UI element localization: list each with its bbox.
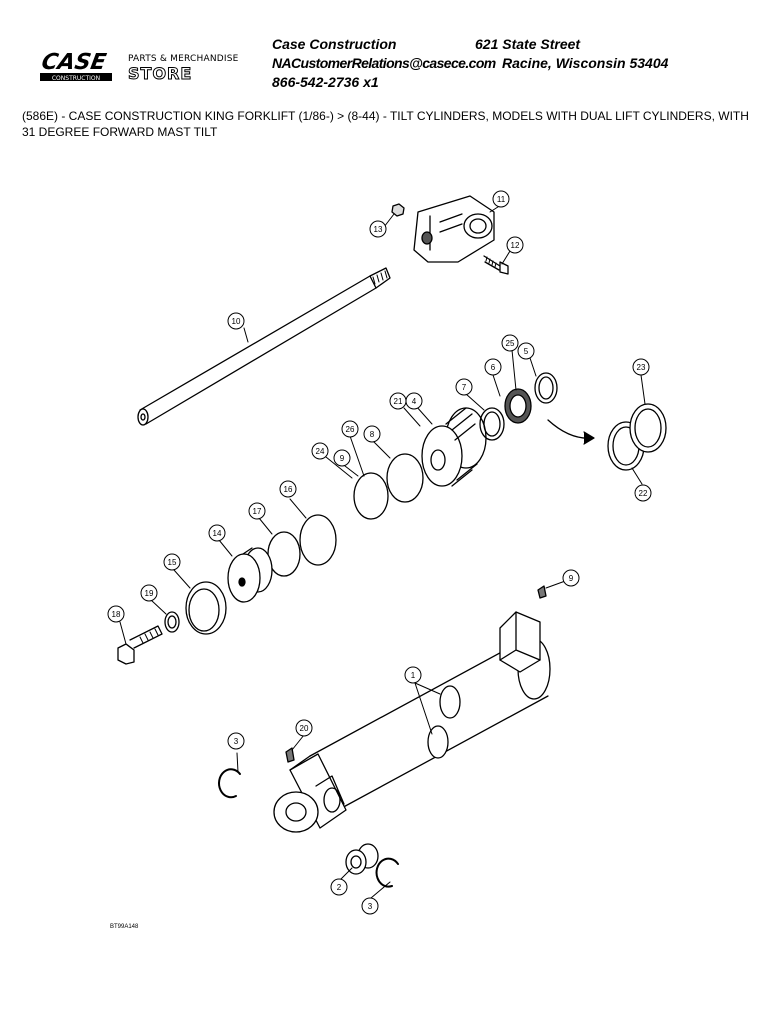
phone-number: 866-542-2736 x1: [272, 74, 379, 90]
part-gland: [227, 547, 273, 603]
callout-25: [311, 442, 329, 460]
part-grease-fitting: [537, 585, 547, 599]
callout-label: 18: [112, 610, 121, 619]
callout-label: 26: [346, 425, 355, 434]
part-snap-ring-upper: [218, 768, 241, 799]
callout-label: 20: [300, 724, 309, 733]
callout-12: [492, 190, 510, 208]
callout-label: 14: [213, 529, 222, 538]
callout-label: 12: [511, 241, 520, 250]
callout-label: 3: [368, 902, 373, 911]
callout-label: 6: [491, 363, 496, 372]
company-name: Case Construction: [272, 36, 397, 52]
callout-17: [279, 480, 297, 498]
callout-label: 21: [394, 397, 403, 406]
store-title: STORE: [127, 64, 193, 84]
callout-27: [341, 420, 359, 438]
callout-26: [501, 334, 519, 352]
callout-23: [634, 484, 652, 502]
callout-9: [333, 449, 351, 467]
callout-label: 16: [284, 485, 293, 494]
callout-8: [363, 425, 381, 443]
part-wiper: [534, 372, 558, 404]
part-rod-clevis: [413, 195, 495, 263]
callout-label: 1: [411, 671, 416, 680]
part-snap-ring-lower: [375, 857, 399, 888]
callout-label: 13: [374, 225, 383, 234]
part-piston-rod: [137, 267, 391, 426]
store-subtitle: PARTS & MERCHANDISE: [128, 54, 239, 64]
part-washer: [164, 611, 180, 633]
callout-19: [107, 605, 125, 623]
callout-13: [506, 236, 524, 254]
part-ring-9: [353, 472, 389, 520]
callout-label: 8: [370, 430, 375, 439]
page-title: (586E) - CASE CONSTRUCTION KING FORKLIFT…: [22, 109, 749, 139]
part-ring-17: [299, 514, 337, 566]
city-line: Racine, Wisconsin 53404: [502, 55, 669, 71]
callout-20: [140, 584, 158, 602]
callout-7: [455, 378, 473, 396]
callout-2: [330, 878, 348, 896]
callout-label: 9: [340, 454, 345, 463]
callout-10: [562, 569, 580, 587]
part-cylinder-barrel: [273, 611, 551, 833]
figure-code: BT99A148: [110, 924, 139, 930]
callout-6: [484, 358, 502, 376]
callout-label: 22: [639, 489, 648, 498]
callout-15: [208, 524, 226, 542]
part-nut: [391, 203, 405, 217]
part-fitting-21: [285, 747, 295, 763]
callout-4: [405, 392, 423, 410]
part-rod-seal: [504, 388, 532, 424]
callout-label: 5: [524, 347, 529, 356]
callout-label: 4: [412, 397, 417, 406]
case-logo: CASE CONSTRUCTION: [36, 50, 116, 82]
part-cap-bolt: [117, 625, 163, 665]
callout-label: 10: [232, 317, 241, 326]
callout-16: [163, 553, 181, 571]
part-ring-18: [267, 531, 301, 577]
callout-label: 19: [145, 589, 154, 598]
callout-label: 7: [462, 383, 467, 392]
part-piston: [421, 407, 487, 487]
callout-label: 17: [253, 507, 262, 516]
callout-21: [295, 719, 313, 737]
callout-5: [517, 342, 535, 360]
callout-label: 9: [569, 574, 574, 583]
part-seal-kit: [607, 403, 667, 471]
logo-sub: CONSTRUCTION: [52, 75, 100, 82]
callout-label: 24: [316, 447, 325, 456]
callout-label: 15: [168, 558, 177, 567]
email-link[interactable]: NACustomerRelations@casece.com: [272, 55, 496, 71]
callout-24: [632, 358, 650, 376]
callout-11: [227, 312, 245, 330]
callout-label: 23: [637, 363, 646, 372]
callout-label: 3: [234, 737, 239, 746]
callout-18: [248, 502, 266, 520]
part-ring-8: [386, 453, 424, 503]
callout-label: 25: [506, 339, 515, 348]
part-bushing: [345, 843, 379, 875]
address-line: 621 State Street: [475, 36, 581, 52]
callout-label: 11: [497, 195, 506, 204]
logo-text: CASE: [40, 50, 109, 75]
part-backup-ring: [479, 407, 505, 441]
callout-3a: [227, 732, 245, 750]
callout-3b: [361, 897, 379, 915]
callout-14: [369, 220, 387, 238]
part-ring-16: [185, 581, 227, 635]
part-bolt: [483, 255, 509, 275]
callout-1: [404, 666, 422, 684]
leader-lines: [119, 204, 646, 899]
callout-label: 2: [337, 883, 342, 892]
